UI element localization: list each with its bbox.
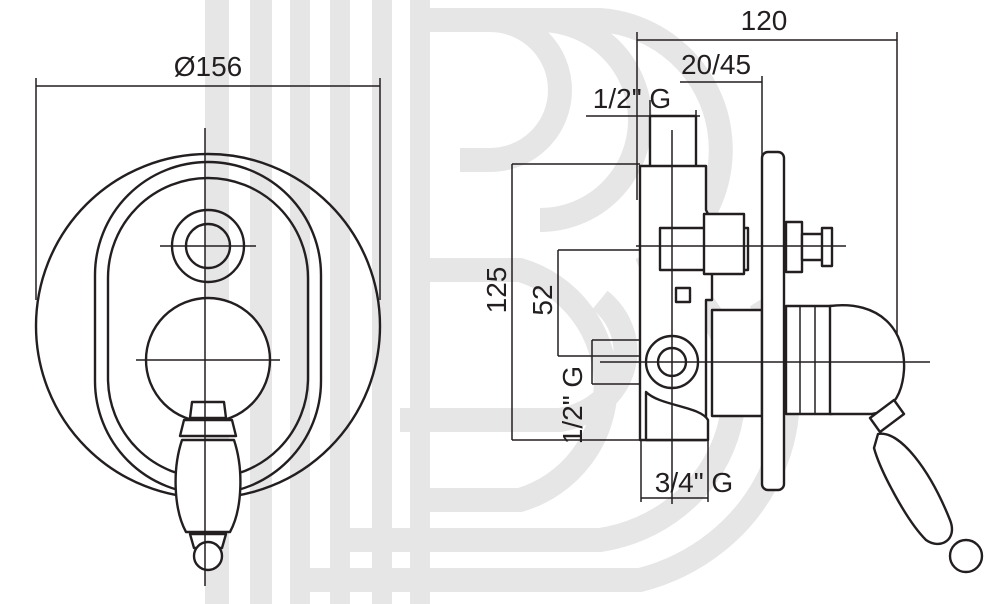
height-label: 125 (481, 267, 512, 314)
front-view (34, 78, 382, 586)
depth-total-label: 120 (741, 5, 788, 36)
side-thread-label: 1/2" G (557, 366, 588, 444)
center-offset-label: 52 (527, 284, 558, 315)
dimension-labels: Ø156 120 20/45 1/2" G 125 52 1/2" G 3/4"… (174, 5, 788, 498)
diameter-label: Ø156 (174, 51, 243, 82)
bottom-thread-label: 3/4" G (655, 467, 733, 498)
top-thread-label: 1/2" G (593, 83, 671, 114)
side-view (511, 32, 984, 574)
depth-range-label: 20/45 (681, 49, 751, 80)
